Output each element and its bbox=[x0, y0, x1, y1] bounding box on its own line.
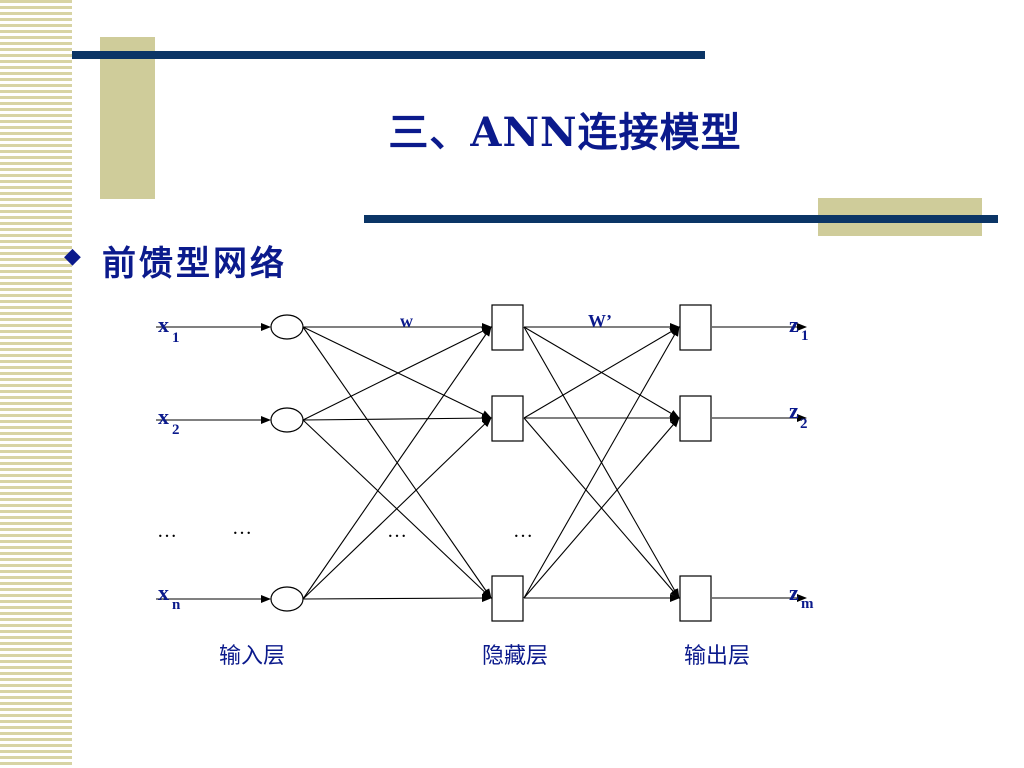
weight-label-w-prime: W’ bbox=[588, 311, 612, 331]
output-label-sub: 1 bbox=[801, 328, 809, 344]
hidden-node bbox=[491, 304, 524, 351]
input-hidden-edge bbox=[302, 326, 492, 419]
layer-label-output: 输出层 bbox=[684, 644, 750, 669]
layer-label-hidden: 隐藏层 bbox=[482, 644, 548, 669]
input-node bbox=[270, 314, 304, 340]
ellipsis-first-weights: … bbox=[387, 520, 407, 542]
ellipsis-hidden-nodes: … bbox=[513, 520, 533, 542]
hidden-output-edge bbox=[523, 417, 680, 599]
bullet-text: 前馈型网络 bbox=[102, 244, 287, 284]
input-label-sub: 2 bbox=[172, 422, 180, 438]
left-decorative-stripes bbox=[0, 0, 72, 768]
ellipsis-input-labels: … bbox=[157, 520, 177, 542]
output-label-base: z bbox=[789, 312, 799, 337]
bottom-rule bbox=[364, 215, 998, 223]
hidden-output-edge bbox=[523, 326, 680, 599]
output-label-sub: 2 bbox=[800, 416, 808, 432]
output-node bbox=[679, 575, 712, 622]
hidden-output-edge bbox=[523, 326, 680, 419]
input-label-sub: n bbox=[172, 597, 181, 613]
output-label-base: z bbox=[789, 580, 799, 605]
hidden-node bbox=[491, 395, 524, 442]
weight-label-w: w bbox=[400, 311, 413, 331]
ellipsis-input-nodes: … bbox=[232, 517, 252, 539]
input-hidden-edge bbox=[302, 326, 492, 600]
input-hidden-edge bbox=[302, 417, 492, 600]
hidden-node bbox=[491, 575, 524, 622]
input-hidden-edge bbox=[302, 326, 492, 421]
output-node bbox=[679, 304, 712, 351]
input-label-sub: 1 bbox=[172, 330, 180, 346]
output-label-sub: m bbox=[801, 596, 814, 612]
input-label-base: x bbox=[158, 312, 169, 337]
output-node bbox=[679, 395, 712, 442]
input-node bbox=[270, 407, 304, 433]
input-node bbox=[270, 586, 304, 612]
input-label-base: x bbox=[158, 404, 169, 429]
slide-title: 三、ANN连接模型 bbox=[388, 109, 742, 156]
input-hidden-edge bbox=[302, 594, 492, 603]
output-label-base: z bbox=[789, 398, 799, 423]
input-hidden-edge bbox=[302, 414, 492, 423]
top-rule bbox=[72, 51, 705, 59]
accent-block-top bbox=[100, 37, 155, 199]
connection-lines bbox=[156, 323, 807, 603]
layer-label-input: 输入层 bbox=[219, 644, 285, 669]
diamond-bullet-icon: ◆ bbox=[64, 244, 81, 269]
input-label-base: x bbox=[158, 580, 169, 605]
